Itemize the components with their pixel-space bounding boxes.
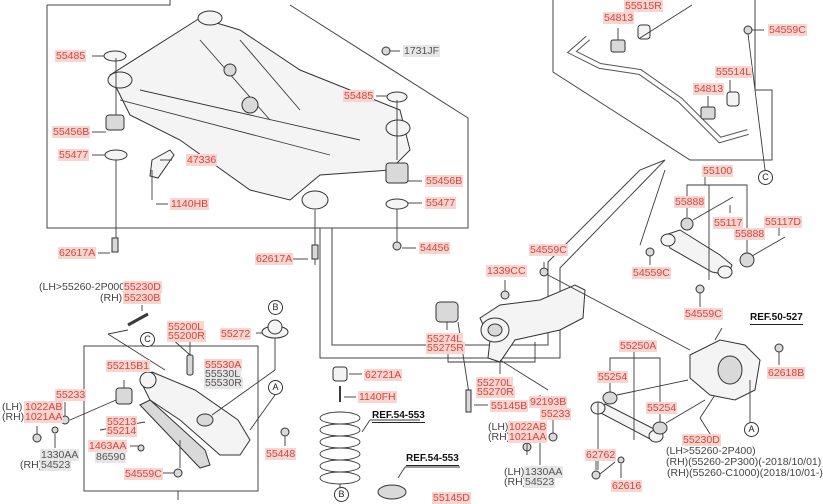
reference-link-54-553[interactable]: REF.54-553 xyxy=(372,410,425,423)
part-label-55270r[interactable]: 55270R xyxy=(476,386,515,398)
part-label-62762[interactable]: 62762 xyxy=(585,449,617,461)
side-note-rh: (RH) xyxy=(504,476,527,488)
part-label-1021aa[interactable]: 1021AA xyxy=(508,431,548,443)
part-label-55275r[interactable]: 55275R xyxy=(426,342,465,354)
part-label-55233[interactable]: 55233 xyxy=(540,408,572,420)
applicability-note: (RH)(55260-2P300)(-2018/10/01) xyxy=(666,456,822,468)
reference-link-54-553[interactable]: REF.54-553 xyxy=(406,453,459,466)
part-label-55485[interactable]: 55485 xyxy=(343,90,375,102)
part-label-1022ab[interactable]: 1022AB xyxy=(24,401,64,413)
part-label-54559c[interactable]: 54559C xyxy=(684,308,723,320)
part-label-1330aa[interactable]: 1330AA xyxy=(524,466,564,478)
part-label-55888[interactable]: 55888 xyxy=(674,196,706,208)
part-label-62616[interactable]: 62616 xyxy=(611,480,643,492)
part-label-55233[interactable]: 55233 xyxy=(55,389,87,401)
part-label-55230b[interactable]: 55230B xyxy=(123,292,162,304)
part-label-55214[interactable]: 55214 xyxy=(106,425,138,437)
part-label-54456[interactable]: 54456 xyxy=(419,242,451,254)
crossmember-art xyxy=(103,10,411,265)
applicability-note: (LH>55260-2P000) xyxy=(39,281,129,293)
connector-c: C xyxy=(758,170,773,185)
part-label-55100[interactable]: 55100 xyxy=(702,165,734,177)
part-label-55230d[interactable]: 55230D xyxy=(123,281,162,293)
connector-a: A xyxy=(744,422,759,437)
part-label-55530r[interactable]: 55530R xyxy=(204,377,243,389)
part-label-55272[interactable]: 55272 xyxy=(220,328,252,340)
part-label-92193b[interactable]: 92193B xyxy=(529,396,568,408)
part-label-54523[interactable]: 54523 xyxy=(40,459,72,471)
part-label-55215b1[interactable]: 55215B1 xyxy=(106,360,151,372)
connector-b: B xyxy=(268,300,283,315)
part-label-62721a[interactable]: 62721A xyxy=(364,369,403,381)
coil-spring-art xyxy=(319,366,460,500)
part-label-54813[interactable]: 54813 xyxy=(693,83,725,95)
side-note-rh: (RH) xyxy=(100,292,123,304)
part-label-55456b[interactable]: 55456B xyxy=(52,126,91,138)
part-label-54523[interactable]: 54523 xyxy=(524,476,556,488)
connector-c: C xyxy=(140,332,155,347)
part-label-54559c[interactable]: 54559C xyxy=(124,468,163,480)
part-label-55230d[interactable]: 55230D xyxy=(682,434,721,446)
side-note-lh: (LH) xyxy=(2,401,23,413)
part-label-55200r[interactable]: 55200R xyxy=(167,330,206,342)
part-label-62618b[interactable]: 62618B xyxy=(767,367,806,379)
trailing-arm-art xyxy=(435,262,691,413)
connector-b: B xyxy=(334,487,349,502)
part-label-55254[interactable]: 55254 xyxy=(597,371,629,383)
lateral-links-art xyxy=(590,350,716,480)
part-label-1021aa[interactable]: 1021AA xyxy=(24,411,64,423)
part-label-55456b[interactable]: 55456B xyxy=(425,175,464,187)
side-note-rh: (RH) xyxy=(2,411,25,423)
applicability-note: (RH)(55260-C1000)(2018/10/01-) xyxy=(667,467,823,479)
part-label-86590[interactable]: 86590 xyxy=(95,451,127,463)
lower-control-arm-art xyxy=(32,305,290,500)
knuckle-art xyxy=(689,327,784,422)
part-label-55145b[interactable]: 55145B xyxy=(490,400,529,412)
side-note-lh: (LH) xyxy=(488,421,509,433)
applicability-note: (LH>55260-2P400) xyxy=(666,445,756,457)
part-label-55145d[interactable]: 55145D xyxy=(432,492,471,504)
part-label-55515r[interactable]: 55515R xyxy=(624,0,663,12)
part-label-1463aa[interactable]: 1463AA xyxy=(88,440,128,452)
part-label-1731jf[interactable]: 1731JF xyxy=(403,45,441,57)
part-label-47336[interactable]: 47336 xyxy=(186,154,218,166)
part-label-55117[interactable]: 55117 xyxy=(713,217,744,229)
crossmember-leaders xyxy=(92,50,422,260)
part-label-55888[interactable]: 55888 xyxy=(734,228,766,240)
part-label-62617a[interactable]: 62617A xyxy=(58,247,97,259)
part-label-55477[interactable]: 55477 xyxy=(58,149,90,161)
part-label-1330aa[interactable]: 1330AA xyxy=(40,449,80,461)
part-label-55477[interactable]: 55477 xyxy=(425,197,457,209)
side-note-rh: (RH) xyxy=(20,459,43,471)
part-label-54813[interactable]: 54813 xyxy=(603,12,635,24)
part-label-55485[interactable]: 55485 xyxy=(55,50,87,62)
side-note-rh: (RH) xyxy=(488,431,511,443)
part-label-1140fh[interactable]: 1140FH xyxy=(358,391,397,403)
part-label-54559c[interactable]: 54559C xyxy=(632,267,671,279)
part-label-1339cc[interactable]: 1339CC xyxy=(486,265,527,277)
part-label-1140hb[interactable]: 1140HB xyxy=(170,198,210,210)
part-label-55117d[interactable]: 55117D xyxy=(764,216,803,228)
side-note-lh: (LH) xyxy=(504,466,525,478)
part-label-62617a[interactable]: 62617A xyxy=(255,253,294,265)
connector-a: A xyxy=(268,380,283,395)
part-label-55514l[interactable]: 55514L xyxy=(715,66,753,78)
part-label-54559c[interactable]: 54559C xyxy=(768,24,807,36)
part-label-54559c[interactable]: 54559C xyxy=(529,244,568,256)
diagram-line-art xyxy=(32,0,786,500)
upper-arm-art xyxy=(639,169,786,307)
part-label-55448[interactable]: 55448 xyxy=(265,448,297,460)
part-label-1022ab[interactable]: 1022AB xyxy=(508,421,548,433)
part-label-55250a[interactable]: 55250A xyxy=(619,340,658,352)
part-label-55254[interactable]: 55254 xyxy=(646,402,678,414)
stabilizer-bar-art xyxy=(566,4,766,171)
reference-link-50-527[interactable]: REF.50-527 xyxy=(750,312,803,325)
